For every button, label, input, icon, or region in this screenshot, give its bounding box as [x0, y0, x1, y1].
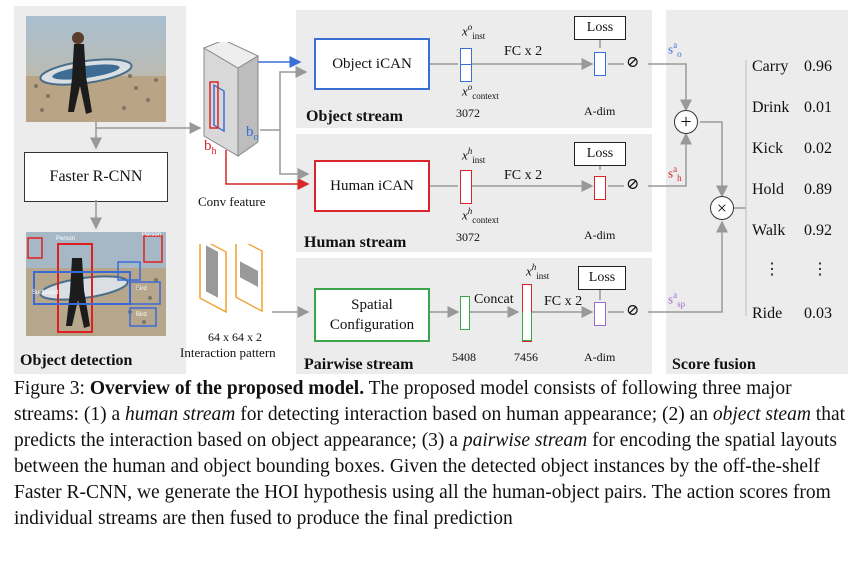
interaction-pattern	[199, 244, 263, 314]
spatial-config-box: Spatial Configuration	[314, 288, 430, 342]
pairwise-loss-label: Loss	[588, 270, 616, 285]
human-adim-vector	[594, 176, 606, 200]
human-xinst-label: xhinst	[462, 146, 486, 165]
pairwise-xinst-label: xhinst	[526, 262, 550, 281]
object-adim-vector	[594, 52, 606, 76]
object-sigmoid-icon: ⊘	[626, 54, 640, 71]
times-operator-icon: ×	[710, 196, 734, 220]
object-fc-label: FC x 2	[504, 44, 543, 59]
detection-image: Person Person Surfboard Bird Bird	[26, 232, 166, 336]
conv-feature-volume	[202, 42, 260, 157]
object-adim-label: A-dim	[584, 104, 616, 118]
human-xinst-vector	[460, 170, 472, 204]
caption-emph-3: pairwise stream	[462, 430, 588, 451]
pairwise-vector-1	[460, 296, 470, 330]
faster-rcnn-label: Faster R-CNN	[49, 168, 143, 185]
pairwise-sigmoid-icon: ⊘	[626, 302, 640, 319]
caption-text-1: The proposed model consists of following…	[14, 378, 792, 425]
caption-text-2: for detecting interaction based on human…	[235, 404, 713, 425]
pairwise-adim-label: A-dim	[584, 350, 616, 364]
score-fusion-panel	[666, 10, 848, 374]
interaction-label: Interaction pattern	[180, 345, 276, 360]
caption-emph-2: object steam	[712, 404, 811, 425]
score-row-ellipsis: ⋮⋮	[764, 261, 828, 278]
spatial-config-line1: Spatial	[351, 297, 393, 313]
pairwise-stream-title: Pairwise stream	[304, 356, 414, 373]
object-score-label: sao	[668, 40, 682, 59]
human-ican-label: Human iCAN	[330, 177, 414, 194]
caption-prefix: Figure 3:	[14, 378, 90, 399]
human-loss-box: Loss	[574, 142, 626, 166]
pairwise-dim2: 7456	[514, 350, 538, 364]
caption-title: Overview of the proposed model.	[89, 378, 365, 399]
det-label-person-1: Person	[56, 236, 76, 242]
caption-paragraph: Figure 3: Overview of the proposed model…	[14, 376, 854, 532]
plus-operator-icon: +	[674, 110, 698, 134]
human-xctx-label: xhcontext	[462, 206, 499, 225]
human-ican-box: Human iCAN	[314, 160, 430, 212]
caption-emph-1: human stream	[125, 404, 236, 425]
object-detection-title: Object detection	[20, 352, 133, 369]
object-loss-box: Loss	[574, 16, 626, 40]
concat-label: Concat	[474, 292, 514, 307]
object-dim: 3072	[456, 106, 480, 120]
input-image	[26, 16, 166, 122]
object-xinst-vector-divider	[460, 64, 472, 65]
det-label-bird-2: Bird	[136, 312, 147, 318]
pairwise-score-label: sasp	[668, 290, 686, 309]
pairwise-dim1: 5408	[452, 350, 476, 364]
connectors	[90, 40, 747, 318]
human-loss-label: Loss	[586, 146, 614, 161]
object-stream-title: Object stream	[306, 108, 403, 125]
human-stream-title: Human stream	[304, 234, 407, 251]
caption-text-4: for encoding the spatial layouts between…	[14, 430, 837, 529]
pairwise-loss-box: Loss	[578, 266, 626, 290]
object-ican-box: Object iCAN	[314, 38, 430, 90]
object-xctx-label: xocontext	[462, 82, 499, 101]
object-xinst-label: xoinst	[462, 22, 486, 41]
det-label-bird-1: Bird	[136, 286, 147, 292]
conv-feature-label: Conv feature	[198, 194, 266, 209]
pairwise-fc-label: FC x 2	[544, 294, 583, 309]
human-sigmoid-icon: ⊘	[626, 176, 640, 193]
caption-text-3: that predicts the interaction based on o…	[14, 404, 846, 451]
figure-caption: Figure 3: Overview of the proposed model…	[14, 376, 854, 532]
human-score-label: sah	[668, 164, 682, 183]
pairwise-adim-vector	[594, 302, 606, 326]
faster-rcnn-box: Faster R-CNN	[24, 152, 168, 202]
det-label-person-2: Person	[142, 232, 162, 238]
object-loss-label: Loss	[586, 20, 614, 35]
object-ican-label: Object iCAN	[332, 55, 412, 72]
bo-label: bo	[246, 124, 259, 143]
interaction-dims: 64 x 64 x 2	[208, 330, 262, 344]
det-label-surfboard: Surfboard	[32, 290, 59, 296]
spatial-config-line2: Configuration	[329, 317, 415, 333]
human-adim-label: A-dim	[584, 228, 616, 242]
human-dim: 3072	[456, 230, 480, 244]
pairwise-vector-2-green	[522, 312, 532, 341]
score-fusion-title: Score fusion	[672, 356, 756, 373]
bh-label: bh	[204, 138, 217, 157]
object-xinst-vector	[460, 48, 472, 82]
human-fc-label: FC x 2	[504, 168, 543, 183]
